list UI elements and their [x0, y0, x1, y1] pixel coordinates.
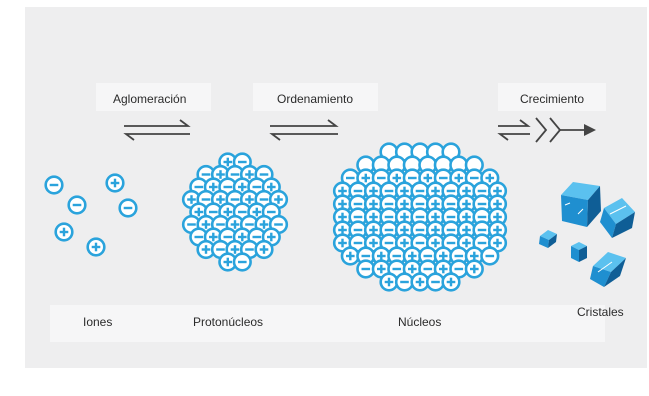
growth-arrow-head — [584, 124, 596, 136]
ion-minus — [394, 272, 415, 292]
protonucleos-caption: Protonúcleos — [193, 315, 264, 329]
ion-plus — [464, 259, 484, 279]
crystal-large — [561, 182, 601, 227]
aglomeracion-label: Aglomeración — [113, 92, 187, 106]
ion-minus — [232, 252, 252, 272]
crystal-right — [600, 198, 635, 238]
ion-minus — [356, 259, 376, 279]
top-label-band-3 — [498, 83, 606, 111]
ion-plus — [379, 272, 399, 292]
nucleus-cluster — [332, 142, 508, 292]
equilibrium-arrow-1 — [123, 119, 191, 141]
iones-caption: Iones — [83, 315, 113, 329]
ordenamiento-label: Ordenamiento — [277, 92, 354, 106]
ion-minus — [425, 272, 446, 292]
ion-plus — [340, 246, 360, 266]
top-label-band-1 — [96, 83, 211, 111]
protonucleus-cluster — [181, 152, 289, 272]
ion-minus — [480, 246, 500, 266]
crystal-bottom — [590, 252, 626, 287]
crecimiento-label: Crecimiento — [520, 92, 585, 106]
growth-arrow — [497, 117, 586, 143]
cristales-caption: Cristales — [577, 305, 624, 319]
equilibrium-arrow-2 — [269, 119, 339, 141]
crystal-small-middle — [571, 242, 587, 262]
crystals — [539, 182, 635, 287]
bottom-label-band — [50, 305, 605, 342]
ion-plus — [410, 272, 430, 292]
nucleos-caption: Núcleos — [398, 315, 442, 329]
ion-plus — [441, 272, 461, 292]
ion-plus — [254, 239, 274, 260]
crystal-small-left — [539, 230, 557, 248]
top-label-band-2 — [253, 83, 378, 111]
free-ions — [44, 173, 138, 257]
